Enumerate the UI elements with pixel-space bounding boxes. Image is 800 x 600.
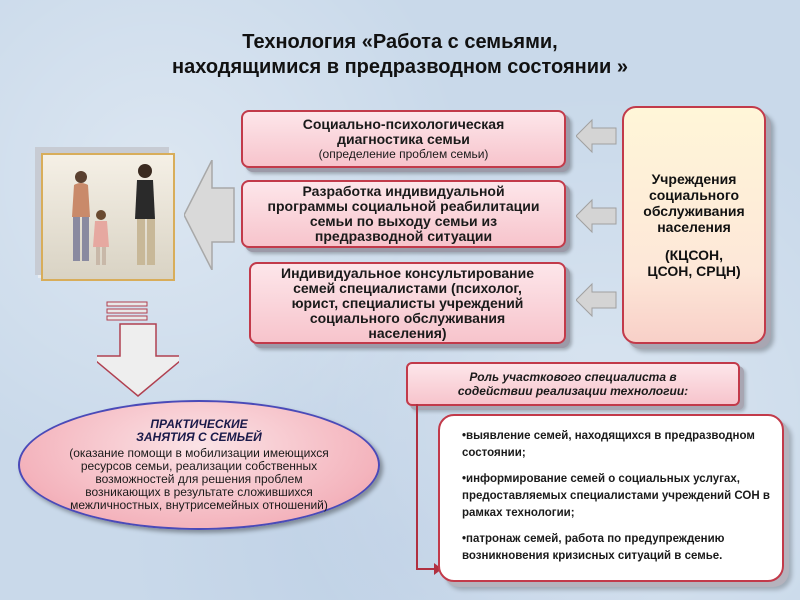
title-line-2: находящимися в предразводном состоянии » (171, 56, 628, 78)
institutions-title: Учреждения социального обслуживания насе… (643, 171, 745, 235)
role-box: Роль участкового специалиста в содействи… (406, 362, 740, 406)
service-box-consulting: Индивидуальное консультирование семей сп… (249, 262, 566, 344)
arrow-left-small-icon (576, 282, 617, 318)
institutions-abbreviations: (КЦСОН, ЦСОН, СРЦН) (647, 247, 741, 279)
service-diagnostics-subtitle: (определение проблем семьи) (318, 147, 489, 161)
duty-item: •патронаж семей, работа по предупреждени… (462, 533, 725, 562)
arrow-left-small-icon (576, 118, 617, 154)
practice-ellipse: ПРАКТИЧЕСКИЕ ЗАНЯТИЯ С СЕМЬЕЙ (оказание … (18, 400, 380, 530)
arrow-down-icon (97, 301, 179, 397)
arrow-left-icon (184, 160, 235, 270)
family-photo (41, 153, 175, 281)
service-program-title: Разработка индивидуальной программы соци… (267, 183, 540, 244)
institutions-box: Учреждения социального обслуживания насе… (622, 106, 766, 344)
title-line-1: Технология «Работа с семьями, (242, 31, 558, 53)
role-title: Роль участкового специалиста в содействи… (457, 370, 689, 398)
page-title: Технология «Работа с семьями, находящими… (0, 30, 800, 80)
service-box-program: Разработка индивидуальной программы соци… (241, 180, 566, 248)
arrow-left-small-icon (576, 198, 617, 234)
service-consulting-title: Индивидуальное консультирование семей сп… (281, 264, 534, 341)
service-box-diagnostics: Социально-психологическая диагностика се… (241, 110, 566, 168)
duties-box: •выявление семей, находящихся в предразв… (438, 414, 784, 582)
practice-title: ПРАКТИЧЕСКИЕ ЗАНЯТИЯ С СЕМЬЕЙ (136, 417, 262, 444)
service-diagnostics-title: Социально-психологическая диагностика се… (302, 116, 505, 147)
duty-item: •информирование семей о социальных услуг… (462, 473, 770, 519)
family-silhouette-icon (72, 164, 155, 265)
practice-description: (оказание помощи в мобилизации имеющихся… (69, 446, 329, 512)
duty-item: •выявление семей, находящихся в предразв… (462, 430, 755, 459)
